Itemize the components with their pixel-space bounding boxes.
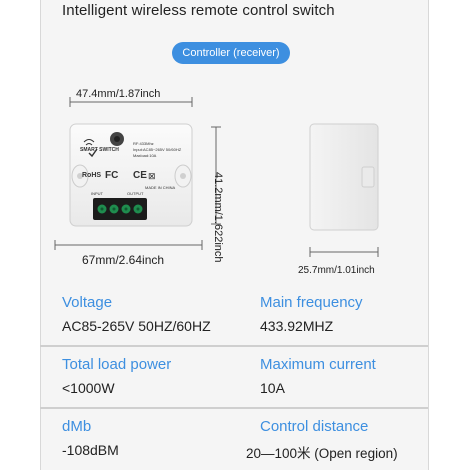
spec-value-load-power: <1000W bbox=[62, 380, 115, 396]
spec-label-dmb: dMb bbox=[62, 418, 92, 435]
device-rf: RF:433Mhz bbox=[133, 141, 154, 146]
spec-label-frequency: Main frequency bbox=[260, 294, 363, 311]
ce-mark: CE bbox=[133, 170, 147, 181]
depth-label: 25.7mm/1.01inch bbox=[298, 265, 375, 276]
input-port-label: INPUT bbox=[91, 191, 103, 196]
output-port-label: OUTPUT bbox=[127, 191, 144, 196]
spec-value-control-distance: 20—100米 (Open region) bbox=[246, 446, 398, 461]
product-panel bbox=[40, 0, 428, 470]
spec-divider bbox=[40, 407, 428, 409]
bottom-width-label: 67mm/2.64inch bbox=[82, 253, 165, 267]
weee-icon: ⊠ bbox=[148, 171, 156, 181]
panel-border-right bbox=[428, 0, 429, 470]
device-input-spec: Input:AC85~265V 50/60HZ bbox=[133, 147, 182, 152]
spec-value-dmb: -108dBM bbox=[62, 442, 119, 458]
spec-label-control-distance: Control distance bbox=[260, 418, 369, 435]
spec-label-max-current: Maximum current bbox=[260, 356, 376, 373]
top-width-label: 47.4mm/1.87inch bbox=[76, 88, 161, 100]
device-maxload: Maxload:10A bbox=[133, 153, 157, 158]
spec-value-max-current: 10A bbox=[260, 380, 285, 396]
spec-divider bbox=[40, 345, 428, 347]
spec-value-frequency: 433.92MHZ bbox=[260, 318, 334, 334]
spec-label-load-power: Total load power bbox=[62, 356, 172, 373]
panel-border-left bbox=[40, 0, 41, 470]
receiver-badge: Controller (receiver) bbox=[172, 42, 290, 64]
page-title: Intelligent wireless remote control swit… bbox=[62, 2, 335, 19]
spec-label-voltage: Voltage bbox=[62, 294, 113, 311]
device-brand: SMART SWITCH bbox=[80, 147, 119, 153]
fc-mark: FC bbox=[105, 170, 119, 181]
rohs-mark: RoHS bbox=[82, 172, 102, 179]
spec-value-voltage: AC85-265V 50HZ/60HZ bbox=[62, 318, 211, 334]
made-in-china: MADE IN CHINA bbox=[145, 185, 176, 190]
